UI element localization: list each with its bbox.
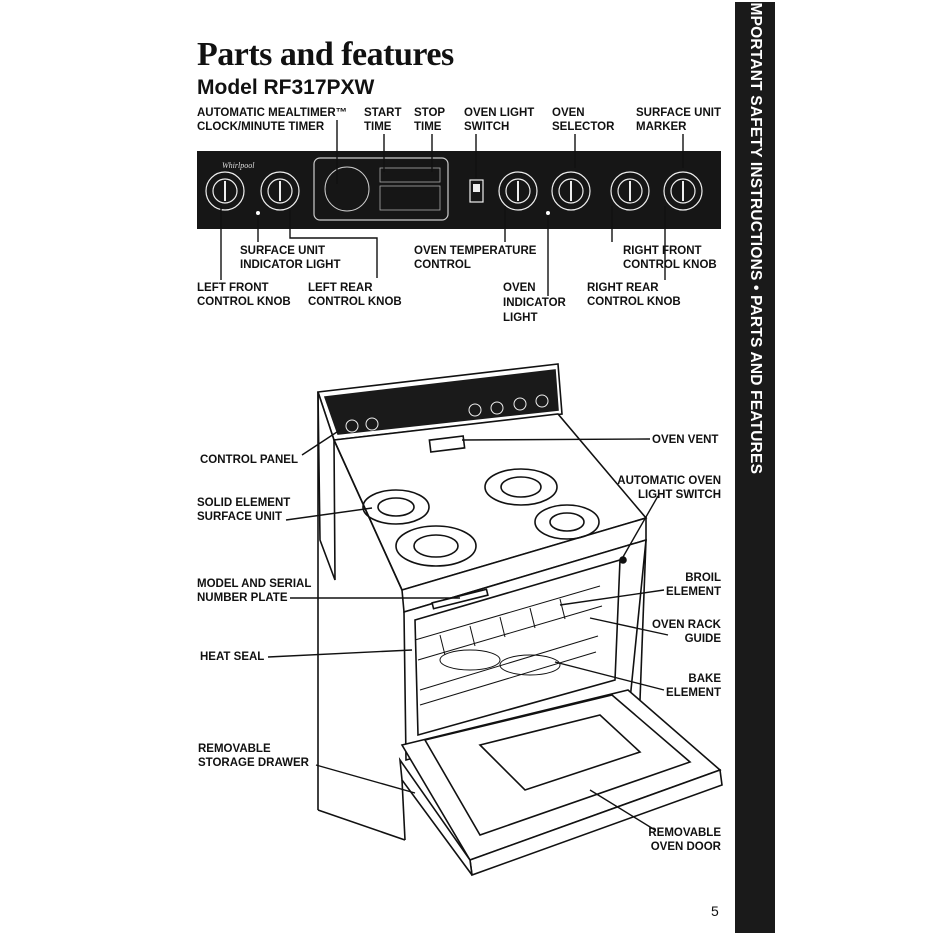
label-left-front-knob: LEFT FRONT CONTROL KNOB	[197, 282, 291, 308]
label-stop-time: STOP TIME	[414, 107, 446, 133]
backguard-knobs	[345, 394, 549, 433]
label-auto-oven-light-switch: AUTOMATIC OVEN LIGHT SWITCH	[617, 475, 721, 501]
control-panel-illustration: Whirlpool	[197, 151, 721, 229]
label-right-rear-knob: RIGHT REAR CONTROL KNOB	[587, 282, 681, 308]
label-oven-vent: OVEN VENT	[652, 434, 719, 446]
label-oven-light-switch: OVEN LIGHT SWITCH	[464, 107, 535, 133]
label-heat-seal: HEAT SEAL	[200, 651, 265, 663]
label-oven-temp-control: OVEN TEMPERATURE CONTROL	[414, 245, 537, 271]
page-number: 5	[711, 903, 719, 919]
label-mealtimer: AUTOMATIC MEALTIMER™ CLOCK/MINUTE TIMER	[197, 107, 348, 133]
label-oven-rack-guide: OVEN RACK GUIDE	[651, 619, 721, 645]
label-bake-element: BAKE ELEMENT	[666, 673, 721, 699]
label-storage-drawer: REMOVABLE STORAGE DRAWER	[198, 743, 309, 769]
label-oven-indicator-light: OVEN INDICATOR LIGHT	[503, 282, 566, 324]
label-surface-unit-indicator: SURFACE UNIT INDICATOR LIGHT	[240, 245, 341, 271]
range-leader-lines	[267, 429, 669, 831]
sidebar-text: IMPORTANT SAFETY INSTRUCTIONS • PARTS AN…	[747, 0, 764, 475]
label-oven-selector: OVEN SELECTOR	[552, 107, 615, 133]
label-surface-unit-marker: SURFACE UNIT MARKER	[636, 107, 721, 133]
sidebar-band	[735, 2, 775, 933]
range-illustration	[316, 363, 723, 877]
label-solid-element: SOLID ELEMENT SURFACE UNIT	[197, 497, 291, 523]
page-title: Parts and features	[197, 36, 454, 73]
label-oven-door: REMOVABLE OVEN DOOR	[648, 827, 721, 853]
label-control-panel: CONTROL PANEL	[200, 454, 298, 466]
brand-logo: Whirlpool	[222, 161, 255, 170]
label-broil-element: BROIL ELEMENT	[666, 572, 721, 598]
model-heading: Model RF317PXW	[197, 76, 375, 99]
surface-units	[362, 468, 600, 567]
sidebar-tab: IMPORTANT SAFETY INSTRUCTIONS • PARTS AN…	[735, 0, 775, 474]
label-start-time: START TIME	[364, 107, 402, 133]
label-model-serial-plate: MODEL AND SERIAL NUMBER PLATE	[197, 578, 312, 604]
panel-leader-lines	[220, 120, 684, 296]
label-left-rear-knob: LEFT REAR CONTROL KNOB	[308, 282, 402, 308]
oven-racks	[414, 585, 603, 706]
